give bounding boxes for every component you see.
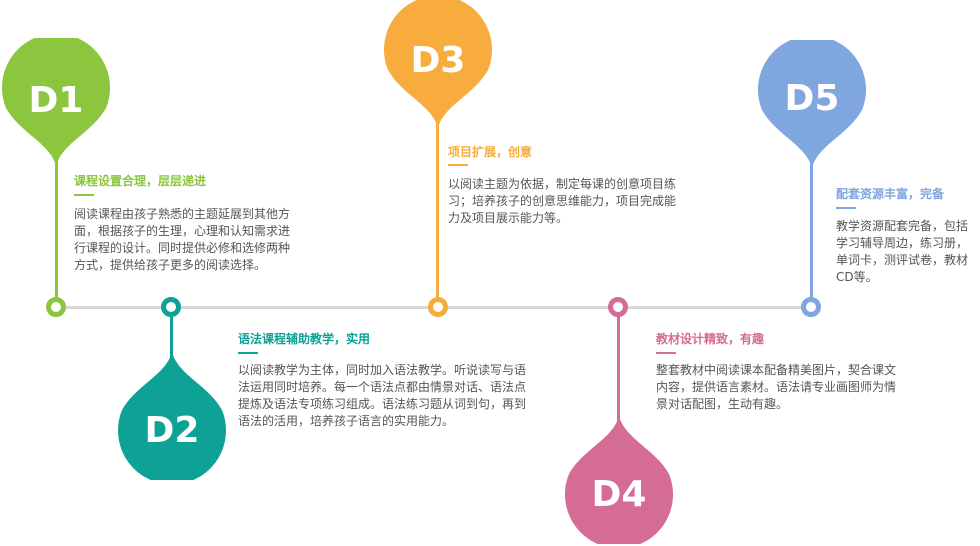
item2-description: 以阅读教学为主体，同时加入语法教学。听说读写与语法运用同时培养。每一个语法点都由… (238, 363, 527, 428)
item1-description: 阅读课程由孩子熟悉的主题延展到其他方面，根据孩子的生理，心理和认知需求进行课程的… (74, 207, 291, 272)
item2-heading: 语法课程辅助教学，实用 (238, 332, 371, 346)
item3-description: 以阅读主题为依据，制定每课的创意项目练习；培养孩子的创意思维能力，项目完成能力及… (448, 177, 677, 225)
item1-drop-marker: D1 (2, 38, 110, 166)
item4-dash (656, 352, 676, 354)
item1-heading: 课程设置合理，层层递进 (74, 174, 207, 188)
item1-number: D1 (29, 80, 84, 121)
item4-heading: 教材设计精致，有趣 (656, 332, 765, 346)
item3-dash (448, 164, 468, 166)
item4-stem (617, 316, 620, 431)
item5-stem (810, 162, 813, 298)
item3-stem (436, 122, 439, 298)
item4-number: D4 (592, 474, 647, 515)
item1-stem (55, 160, 58, 300)
item3-number: D3 (411, 40, 466, 81)
item4-drop-marker: D4 (565, 416, 673, 544)
item5-node (801, 297, 821, 317)
item2-drop-marker: D2 (118, 352, 226, 480)
item1-node (46, 297, 66, 317)
item3-drop-marker: D3 (384, 0, 492, 128)
item2-number: D2 (145, 410, 200, 451)
item3-heading: 项目扩展，创意 (448, 145, 533, 159)
item2-dash (238, 352, 258, 354)
item1-dash (74, 194, 94, 196)
item4-description: 整套教材中阅读课本配备精美图片，契合课文内容，提供语言素材。语法请专业画图师为情… (656, 363, 897, 411)
item2-node (161, 297, 181, 317)
item5-dash (836, 207, 856, 209)
item5-number: D5 (785, 78, 840, 119)
item2-stem (170, 316, 173, 371)
item3-node (428, 297, 448, 317)
item5-heading: 配套资源丰富，完备 (836, 187, 945, 201)
item5-drop-marker: D5 (758, 40, 866, 168)
item4-node (608, 297, 628, 317)
